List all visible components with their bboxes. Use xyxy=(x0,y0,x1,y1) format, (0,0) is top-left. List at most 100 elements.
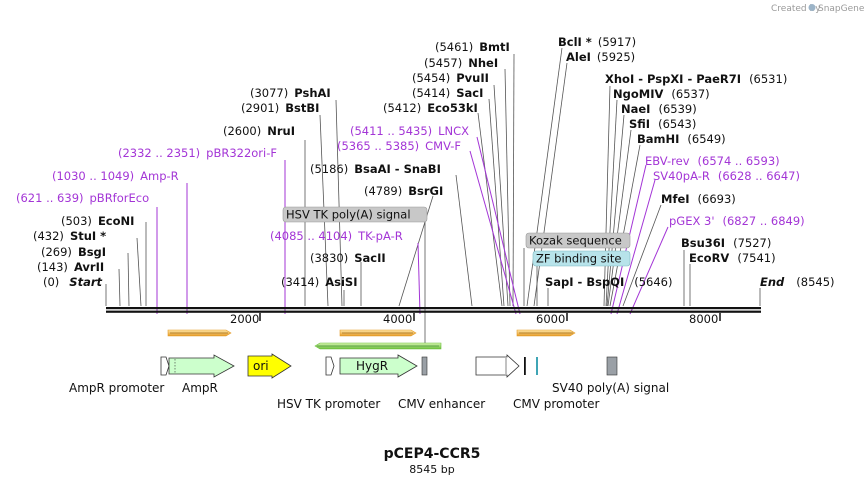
tick-label-8000: 8000 xyxy=(689,312,718,326)
feature-sv40-polya-shape xyxy=(606,356,618,376)
left-site-labels: (0)Start (143)AvrII (269)BsgI (432)StuI … xyxy=(33,40,510,289)
leader-cmv-f xyxy=(469,150,517,315)
leader-bsgi xyxy=(127,252,130,307)
site-ecorv: EcoRV(7541) xyxy=(689,251,776,265)
site-bamhi: BamHI(6549) xyxy=(637,132,726,146)
site-sfii: SfiI(6543) xyxy=(629,117,696,131)
site-mfei: MfeI(6693) xyxy=(661,192,736,206)
feature-label-sv40-polya: SV40 poly(A) signal xyxy=(552,381,669,395)
leader-pgex3 xyxy=(629,226,669,315)
feature-label-cmv-enhancer: CMV enhancer xyxy=(398,397,485,411)
leader-sv40pa-r xyxy=(616,179,656,315)
boxed-label-zf-bg xyxy=(532,250,631,267)
orf-arrows xyxy=(167,329,576,350)
feature-ampr-promoter-shape xyxy=(160,356,170,376)
leader-xhoi xyxy=(603,85,611,307)
primer-pbr322ori-f: (2332 .. 2351)pBR322ori-F xyxy=(118,146,277,160)
primer-lncx: (5411 .. 5435)LNCX xyxy=(350,124,469,138)
feature-hygr-shape xyxy=(339,354,418,378)
leader-alei xyxy=(533,62,568,307)
boxed-label-hsv-tk-polya: HSV TK poly(A) signal xyxy=(286,208,411,222)
feature-cmv-enhancer-shape xyxy=(475,354,520,378)
ticks: 2000 4000 6000 8000 xyxy=(230,312,721,326)
site-bsgi: (269)BsgI xyxy=(41,245,106,259)
backbone xyxy=(106,307,761,313)
boxed-labels: HSV TK poly(A) signal Kozak sequence ZF … xyxy=(282,206,631,267)
site-stui: (432)StuI * xyxy=(33,229,106,243)
leader-bsaai xyxy=(455,174,473,307)
backbone-top-strand xyxy=(106,307,761,310)
tick-label-6000: 6000 xyxy=(536,312,565,326)
feature-zf-marker xyxy=(536,357,538,375)
logo-created-by: Created by xyxy=(771,4,821,14)
leader-stui xyxy=(136,237,142,307)
leader-eco53ki xyxy=(477,112,503,307)
primer-sv40pa-r: SV40pA-R(6628 .. 6647) xyxy=(653,169,800,183)
leader-pshai xyxy=(335,99,343,307)
site-bmti: (5461)BmtI xyxy=(435,40,510,54)
site-nrui: (2600)NruI xyxy=(223,124,295,138)
primer-pbrforeco: (621 .. 639)pBRforEco xyxy=(16,191,149,205)
leader-mfei xyxy=(622,204,662,307)
feature-labels: AmpR promoter AmpR HSV TK promoter CMV e… xyxy=(69,381,669,411)
feature-gray-box-left xyxy=(421,356,428,376)
feature-label-cmv-promoter: CMV promoter xyxy=(513,397,600,411)
leader-pvuii xyxy=(493,84,509,307)
boxed-label-kozak: Kozak sequence xyxy=(529,234,622,248)
leader-bamhi xyxy=(609,144,641,307)
leader-avrii xyxy=(118,268,121,307)
site-asisi: (3414)AsiSI xyxy=(281,275,358,289)
site-pvuii: (5454)PvuII xyxy=(412,71,489,85)
features-row: ori HygR xyxy=(160,353,618,379)
connector-lines xyxy=(105,47,761,345)
leader-bcli xyxy=(526,47,563,307)
site-avrii: (143)AvrII xyxy=(37,260,104,274)
site-bcli: BclI *(5917) xyxy=(558,35,636,49)
map-subtitle: 8545 bp xyxy=(409,463,454,476)
feature-kozak-marker xyxy=(524,357,526,375)
snapgene-logo-icon xyxy=(808,4,816,11)
leader-bmti xyxy=(512,53,515,307)
leader-saci xyxy=(488,98,505,307)
site-naei: NaeI(6539) xyxy=(621,102,697,116)
leader-naei xyxy=(606,114,625,307)
snapgene-logo: Created by SnapGene xyxy=(771,4,865,14)
leader-bsrgi xyxy=(398,195,434,307)
right-site-labels: BclI *(5917) AleI(5925) XhoI - PspXI - P… xyxy=(545,35,835,289)
feature-ampr-shape xyxy=(168,354,235,378)
site-sacii: (3830)SacII xyxy=(310,251,386,265)
site-bsaai-snabi: (5186)BsaAI - SnaBI xyxy=(310,162,441,176)
tick-label-2000: 2000 xyxy=(230,312,259,326)
tick-label-4000: 4000 xyxy=(383,312,412,326)
site-saci: (5414)SacI xyxy=(412,86,483,100)
feature-hygr-label: HygR xyxy=(356,359,388,373)
site-xhoi-pspxi-paer7i: XhoI - PspXI - PaeR7I(6531) xyxy=(605,72,787,86)
leader-sfii xyxy=(607,129,632,307)
backbone-bottom-strand xyxy=(106,310,761,313)
site-bsu36i: Bsu36I(7527) xyxy=(681,236,771,250)
site-sapi-bspqi: SapI - BspQI(5646) xyxy=(545,275,672,289)
primer-amp-r: (1030 .. 1049)Amp-R xyxy=(52,169,179,183)
primer-pgex3: pGEX 3'(6827 .. 6849) xyxy=(669,214,805,228)
site-bstbi: (2901)BstBI xyxy=(241,101,319,115)
leader-nhei xyxy=(504,68,511,307)
feature-label-hsv-tk-promoter: HSV TK promoter xyxy=(277,397,380,411)
feature-ori-label: ori xyxy=(253,359,269,373)
boxed-label-kozak-bg xyxy=(525,232,631,249)
site-alei: AleI(5925) xyxy=(566,50,635,64)
logo-brand: SnapGene xyxy=(818,4,865,14)
boxed-label-zf: ZF binding site xyxy=(536,252,621,266)
primer-ebv-rev: EBV-rev(6574 .. 6593) xyxy=(645,154,780,168)
site-eco53ki: (5412)Eco53kI xyxy=(383,101,478,115)
site-pshai: (3077)PshAI xyxy=(250,86,331,100)
leader-lncx xyxy=(476,136,521,315)
map-title: pCEP4-CCR5 xyxy=(384,446,481,462)
leader-ngomiv xyxy=(605,99,618,307)
map-title-block: pCEP4-CCR5 8545 bp xyxy=(384,446,481,476)
site-ngomiv: NgoMIV(6537) xyxy=(613,87,710,101)
primer-labels: (621 .. 639)pBRforEco (1030 .. 1049)Amp-… xyxy=(16,124,805,243)
site-end: End(8545) xyxy=(760,275,835,289)
feature-hsv-tk-promoter-shape xyxy=(325,356,335,376)
site-start: (0)Start xyxy=(43,275,103,289)
